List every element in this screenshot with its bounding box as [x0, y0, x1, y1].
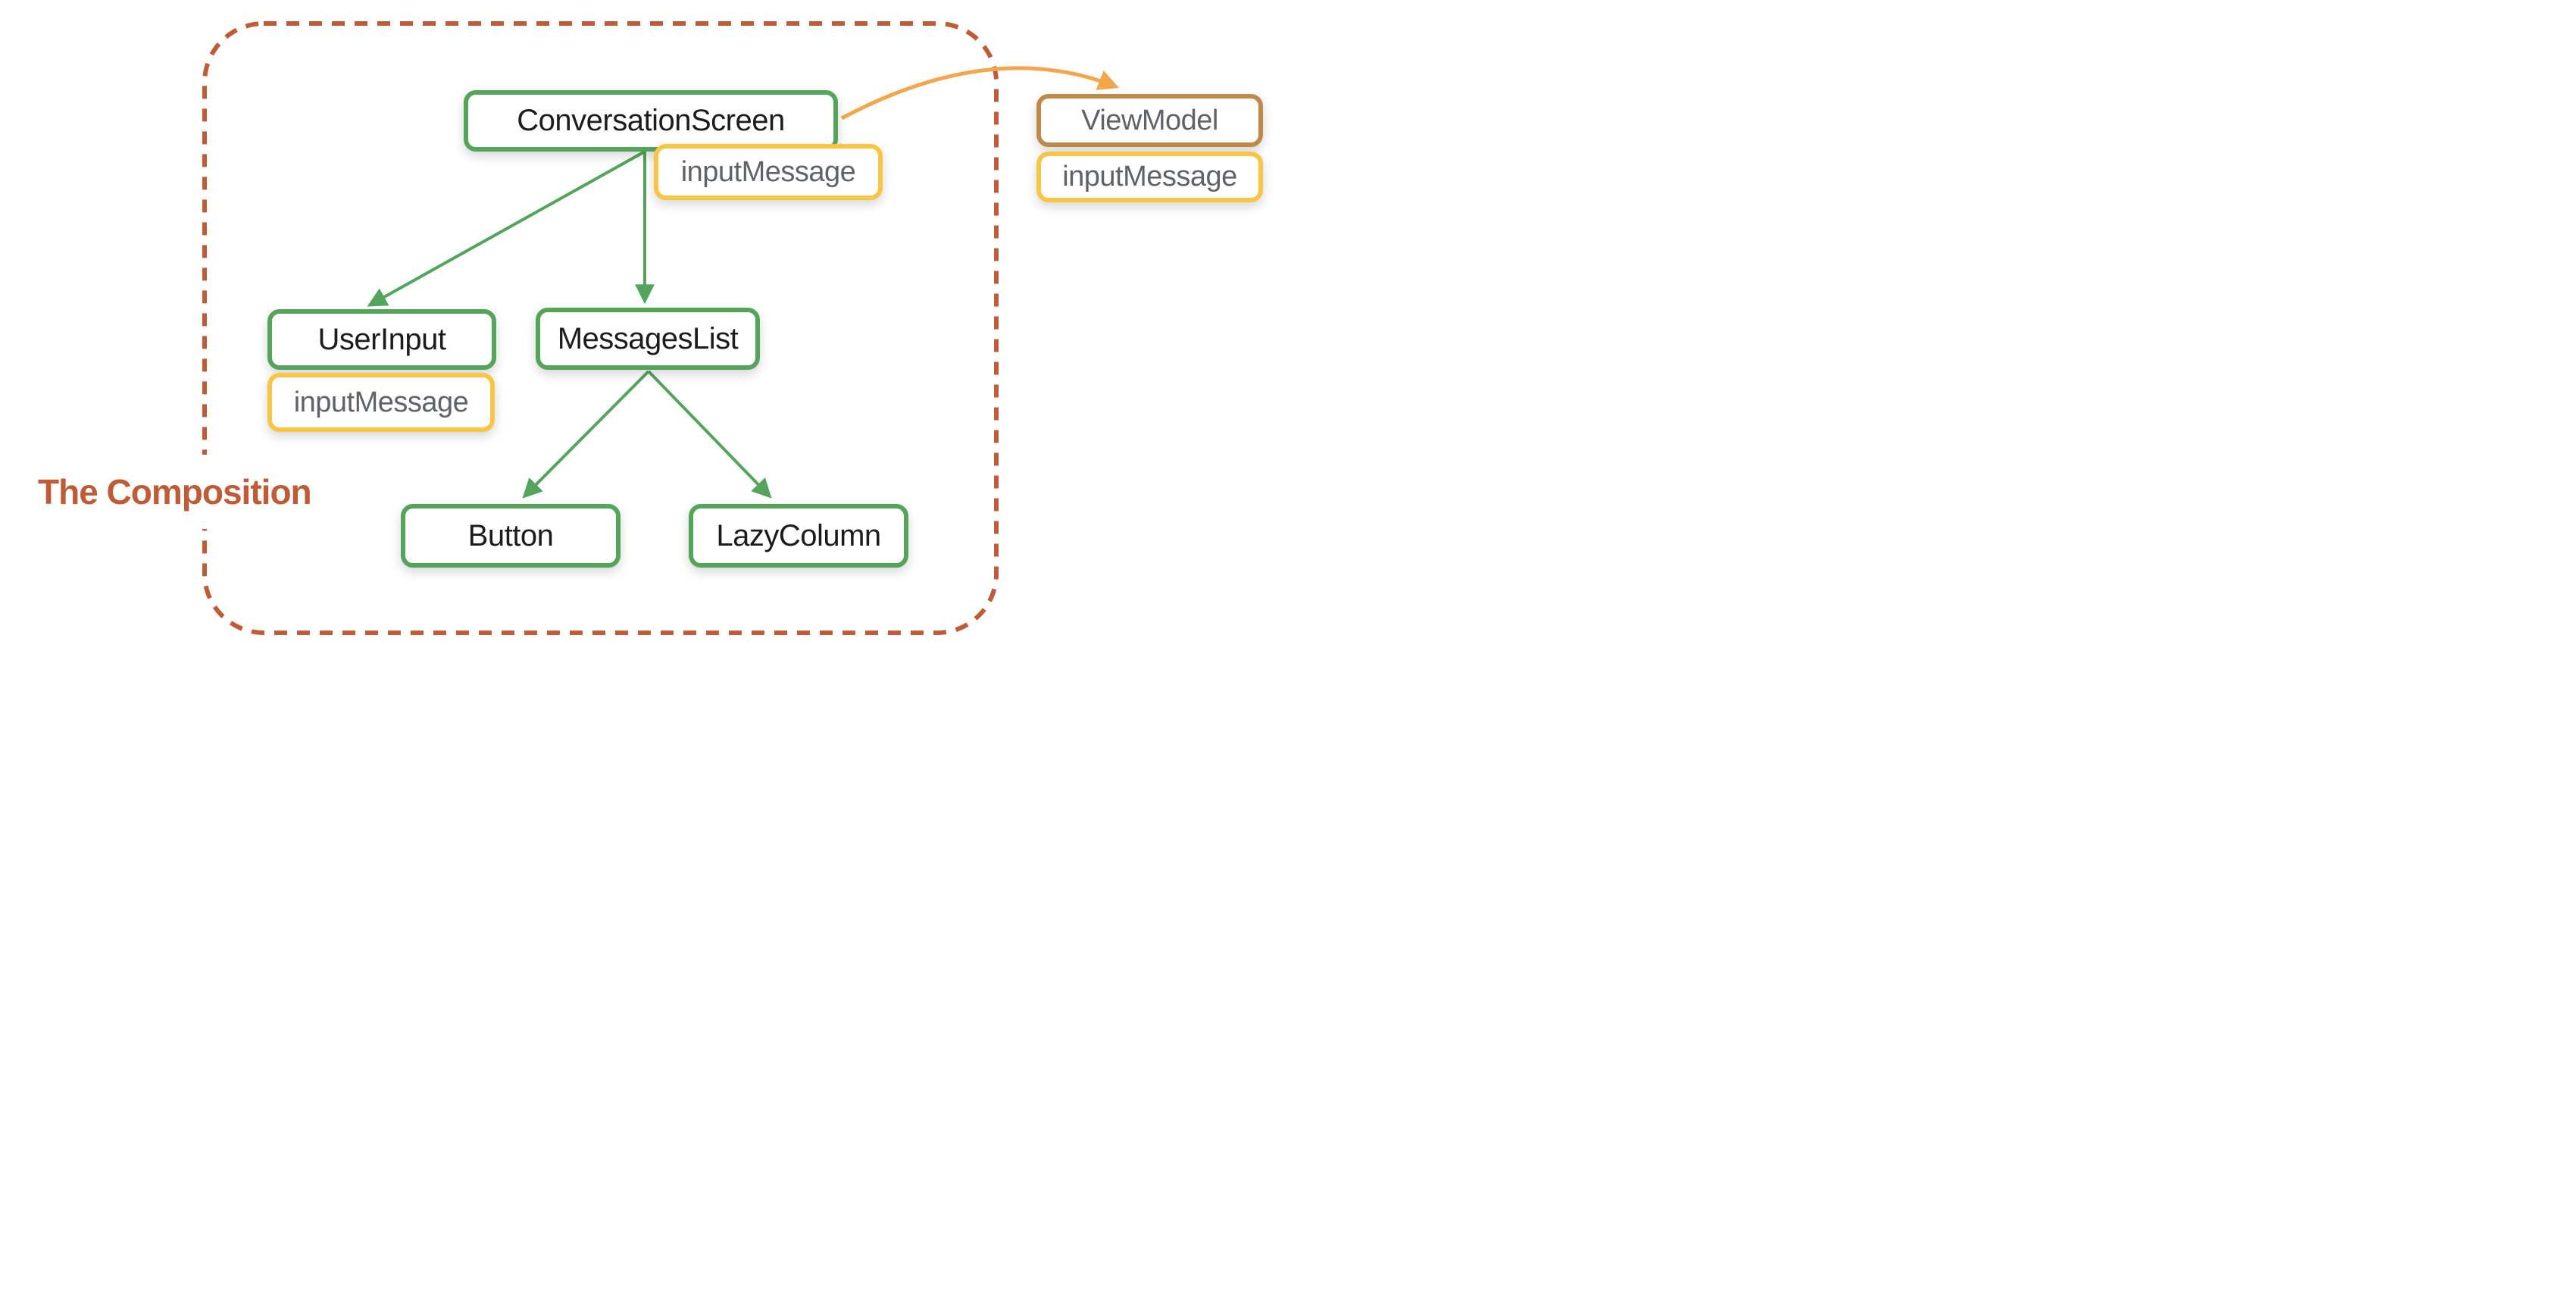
node-user-input: UserInput	[267, 309, 496, 370]
diagram-title: The Composition	[30, 455, 319, 529]
node-conversation-screen: ConversationScreen	[464, 90, 838, 152]
node-button: Button	[401, 504, 621, 568]
edges-layer	[202, 21, 1120, 635]
edge-messageslist-button	[522, 370, 650, 499]
edge-messageslist-lazycolumn	[647, 370, 772, 499]
state-chip-user-input-input-message: inputMessage	[267, 373, 495, 432]
state-chip-conversation-screen-input-message: inputMessage	[654, 144, 883, 200]
node-lazy-column: LazyColumn	[689, 504, 908, 568]
composition-diagram: ConversationScreen inputMessage UserInpu…	[0, 0, 1288, 654]
edge-conversationscreen-viewmodel	[840, 66, 1120, 120]
node-messages-list: MessagesList	[536, 308, 760, 370]
edge-conversationscreen-userinput	[367, 150, 646, 307]
composition-boundary	[202, 21, 999, 635]
node-view-model: ViewModel	[1036, 94, 1263, 147]
state-chip-view-model-input-message: inputMessage	[1036, 152, 1263, 202]
